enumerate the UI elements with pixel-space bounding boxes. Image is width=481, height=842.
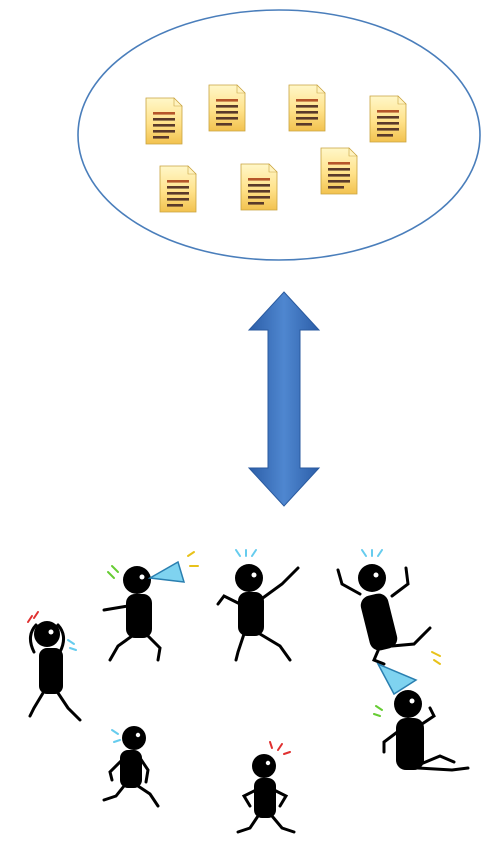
document-icon <box>145 97 183 145</box>
stick-figure-party-hat <box>373 662 470 772</box>
double-arrow-icon <box>247 291 321 507</box>
stick-figure-pointing <box>216 549 300 662</box>
document-icon <box>240 163 278 211</box>
stick-figure-walking <box>102 726 160 808</box>
stick-figure-hands-on-hips <box>236 741 296 834</box>
document-icon <box>369 95 407 143</box>
stick-figure-megaphone <box>102 551 199 662</box>
document-icon <box>320 147 358 195</box>
document-icon <box>288 84 326 132</box>
stick-figure-cheering <box>336 549 441 666</box>
document-group-ellipse <box>77 9 481 261</box>
document-icon <box>159 165 197 213</box>
document-icon <box>208 84 246 132</box>
stick-figure-hands-on-head <box>27 611 82 722</box>
